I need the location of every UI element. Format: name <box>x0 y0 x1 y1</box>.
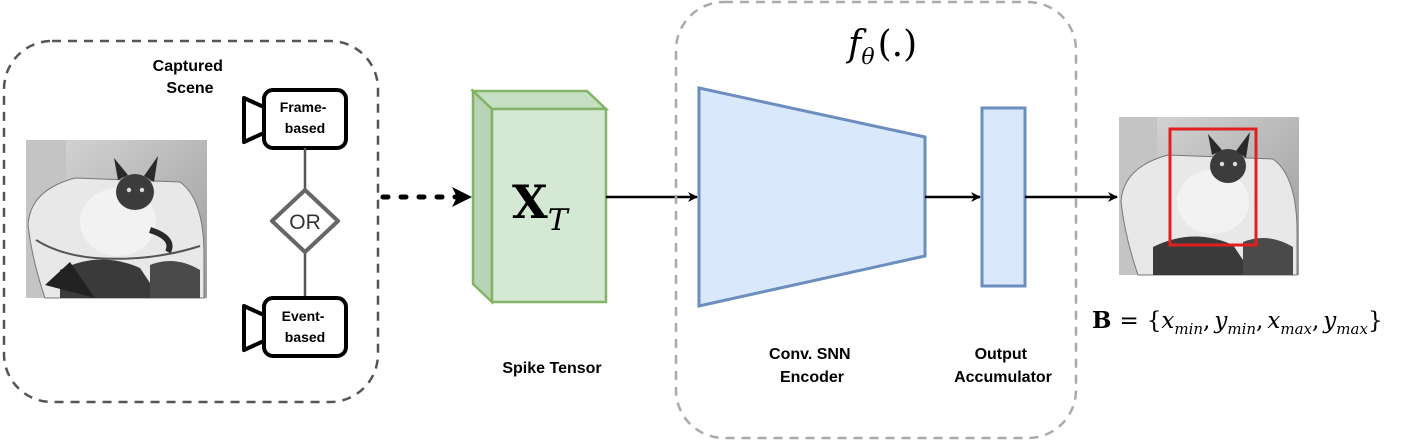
spike-tensor-cube <box>469 88 610 305</box>
bounding-box <box>1168 127 1258 247</box>
or-diamond <box>270 188 340 254</box>
captured-scene-group <box>2 39 380 404</box>
event-camera-icon <box>242 296 348 358</box>
snn-encoder-block <box>697 86 927 308</box>
spike-tensor-symbol: XT <box>512 175 570 238</box>
bounding-box-formula: B={xmin,ymin,xmax,ymax} <box>1092 307 1383 338</box>
snn-encoder-label: Conv. SNN Encoder <box>769 346 855 386</box>
spike-tensor-label: Spike Tensor <box>502 360 601 377</box>
event-camera-label: Event- based <box>282 308 329 345</box>
or-label: OR <box>289 211 321 234</box>
output-accumulator-label: Output Accumulator <box>954 346 1052 386</box>
scene-photo <box>26 140 207 299</box>
model-function-symbol: fθ(.) <box>845 24 917 70</box>
output-photo <box>1119 117 1299 276</box>
frame-camera-label: Frame- based <box>280 99 331 136</box>
captured-scene-title: Captured Scene <box>153 58 228 97</box>
output-accumulator-block <box>980 106 1027 288</box>
dotted-arrow-head <box>452 187 472 207</box>
model-group <box>674 0 1078 440</box>
